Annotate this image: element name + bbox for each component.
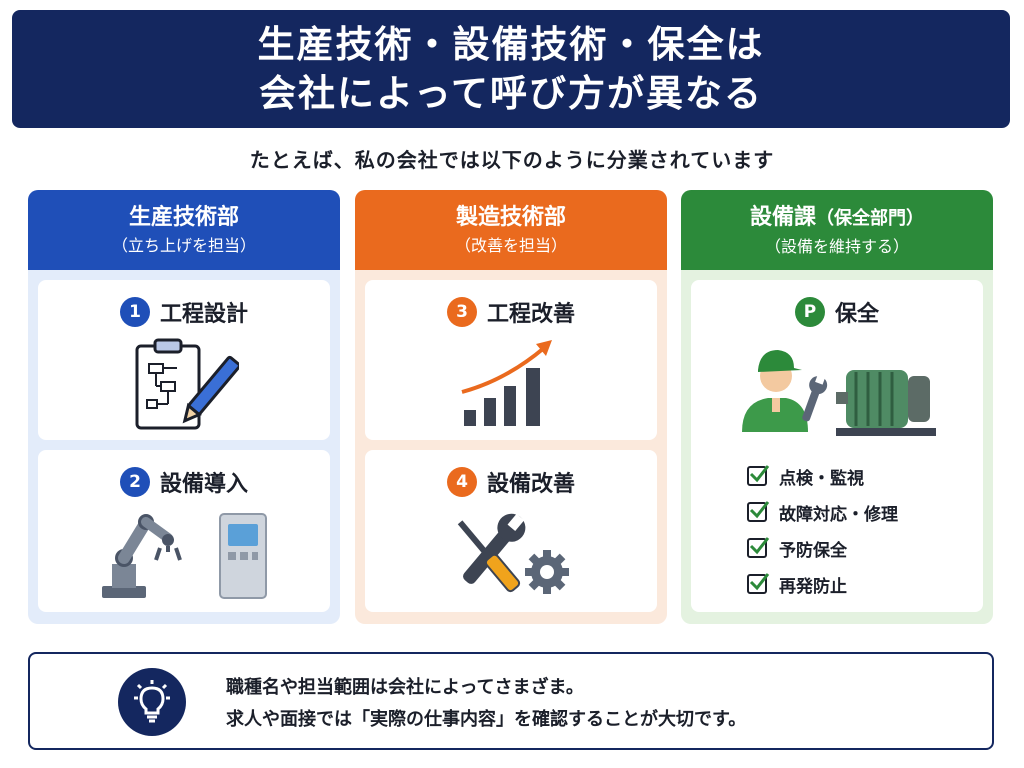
footer-note: 職種名や担当範囲は会社によってさまざま。 求人や面接では「実際の仕事内容」を確認… (28, 652, 994, 750)
footer-line-2: 求人や面接では「実際の仕事内容」を確認することが大切です。 (226, 709, 747, 730)
column-title: 生産技術部 (128, 205, 239, 230)
number-badge: 3 (446, 297, 477, 327)
checklist-item: 予防保全 (747, 530, 898, 566)
column-maintenance-section: 設備課（保全部門） （設備を維持する） P 保全 (681, 190, 993, 624)
number-badge: 2 (119, 467, 150, 497)
checklist-item: 再発防止 (747, 566, 898, 602)
subtitle: たとえば、私の会社では以下のように分業されています (249, 148, 775, 172)
checklist-label: 再発防止 (779, 576, 847, 597)
card-maintenance: P 保全 (691, 280, 983, 612)
card-process-design: 1 工程設計 (38, 280, 330, 440)
number-badge: 4 (446, 467, 477, 497)
checklist: 点検・監視 故障対応・修理 予防保全 再発防止 (747, 458, 898, 602)
column-title-main: 設備課 (749, 204, 816, 230)
footer-line-1: 職種名や担当範囲は会社によってさまざま。 (226, 677, 584, 698)
checklist-item: 故障対応・修理 (747, 494, 898, 530)
column-subtitle: （立ち上げを担当） (111, 236, 256, 255)
card-equipment-improvement: 4 設備改善 (365, 450, 657, 612)
checklist-item: 点検・監視 (747, 458, 898, 494)
column-header: 製造技術部 （改善を担当） (355, 190, 667, 270)
checklist-label: 故障対応・修理 (779, 504, 898, 525)
header-banner: 生産技術・設備技術・保全は 会社によって呼び方が異なる (12, 10, 1010, 128)
card-process-improvement: 3 工程改善 (365, 280, 657, 440)
card-label: 設備導入 (159, 472, 248, 497)
column-production-engineering: 生産技術部 （立ち上げを担当） 1 工程設計 (28, 190, 340, 624)
checkbox-icon (747, 465, 770, 486)
column-subtitle: （設備を維持する） (764, 236, 909, 256)
card-label: 設備改善 (486, 472, 575, 497)
number-badge: 1 (119, 297, 150, 327)
column-subtitle: （改善を担当） (454, 236, 567, 255)
column-title: 設備課（保全部門） (750, 202, 924, 235)
lightbulb-icon (118, 668, 186, 736)
header-title-line1: 生産技術・設備技術・保全は (257, 23, 765, 66)
column-title: 製造技術部 (455, 205, 566, 230)
checkbox-icon (747, 537, 770, 558)
card-equipment-introduction: 2 設備導入 (38, 450, 330, 612)
card-label: 工程改善 (486, 302, 575, 327)
technician-motor-icon (691, 336, 983, 438)
header-title-line2: 会社によって呼び方が異なる (258, 72, 764, 115)
checklist-label: 予防保全 (779, 540, 847, 561)
checkbox-icon (747, 501, 770, 522)
column-manufacturing-engineering: 製造技術部 （改善を担当） 3 工程改善 4 設備改善 (355, 190, 667, 624)
checkbox-icon (747, 573, 770, 594)
rising-bar-chart-icon (365, 336, 657, 432)
wrench-screwdriver-gear-icon (365, 504, 657, 604)
robot-arm-control-panel-icon (38, 508, 330, 604)
card-label: 保全 (834, 302, 879, 327)
column-header: 生産技術部 （立ち上げを担当） (28, 190, 340, 270)
column-title-paren: （保全部門） (816, 207, 924, 229)
p-badge: P (794, 297, 825, 327)
card-label: 工程設計 (159, 302, 248, 327)
column-header: 設備課（保全部門） （設備を維持する） (681, 190, 993, 270)
checklist-label: 点検・監視 (779, 468, 864, 489)
clipboard-flowchart-pencil-icon (38, 338, 330, 434)
